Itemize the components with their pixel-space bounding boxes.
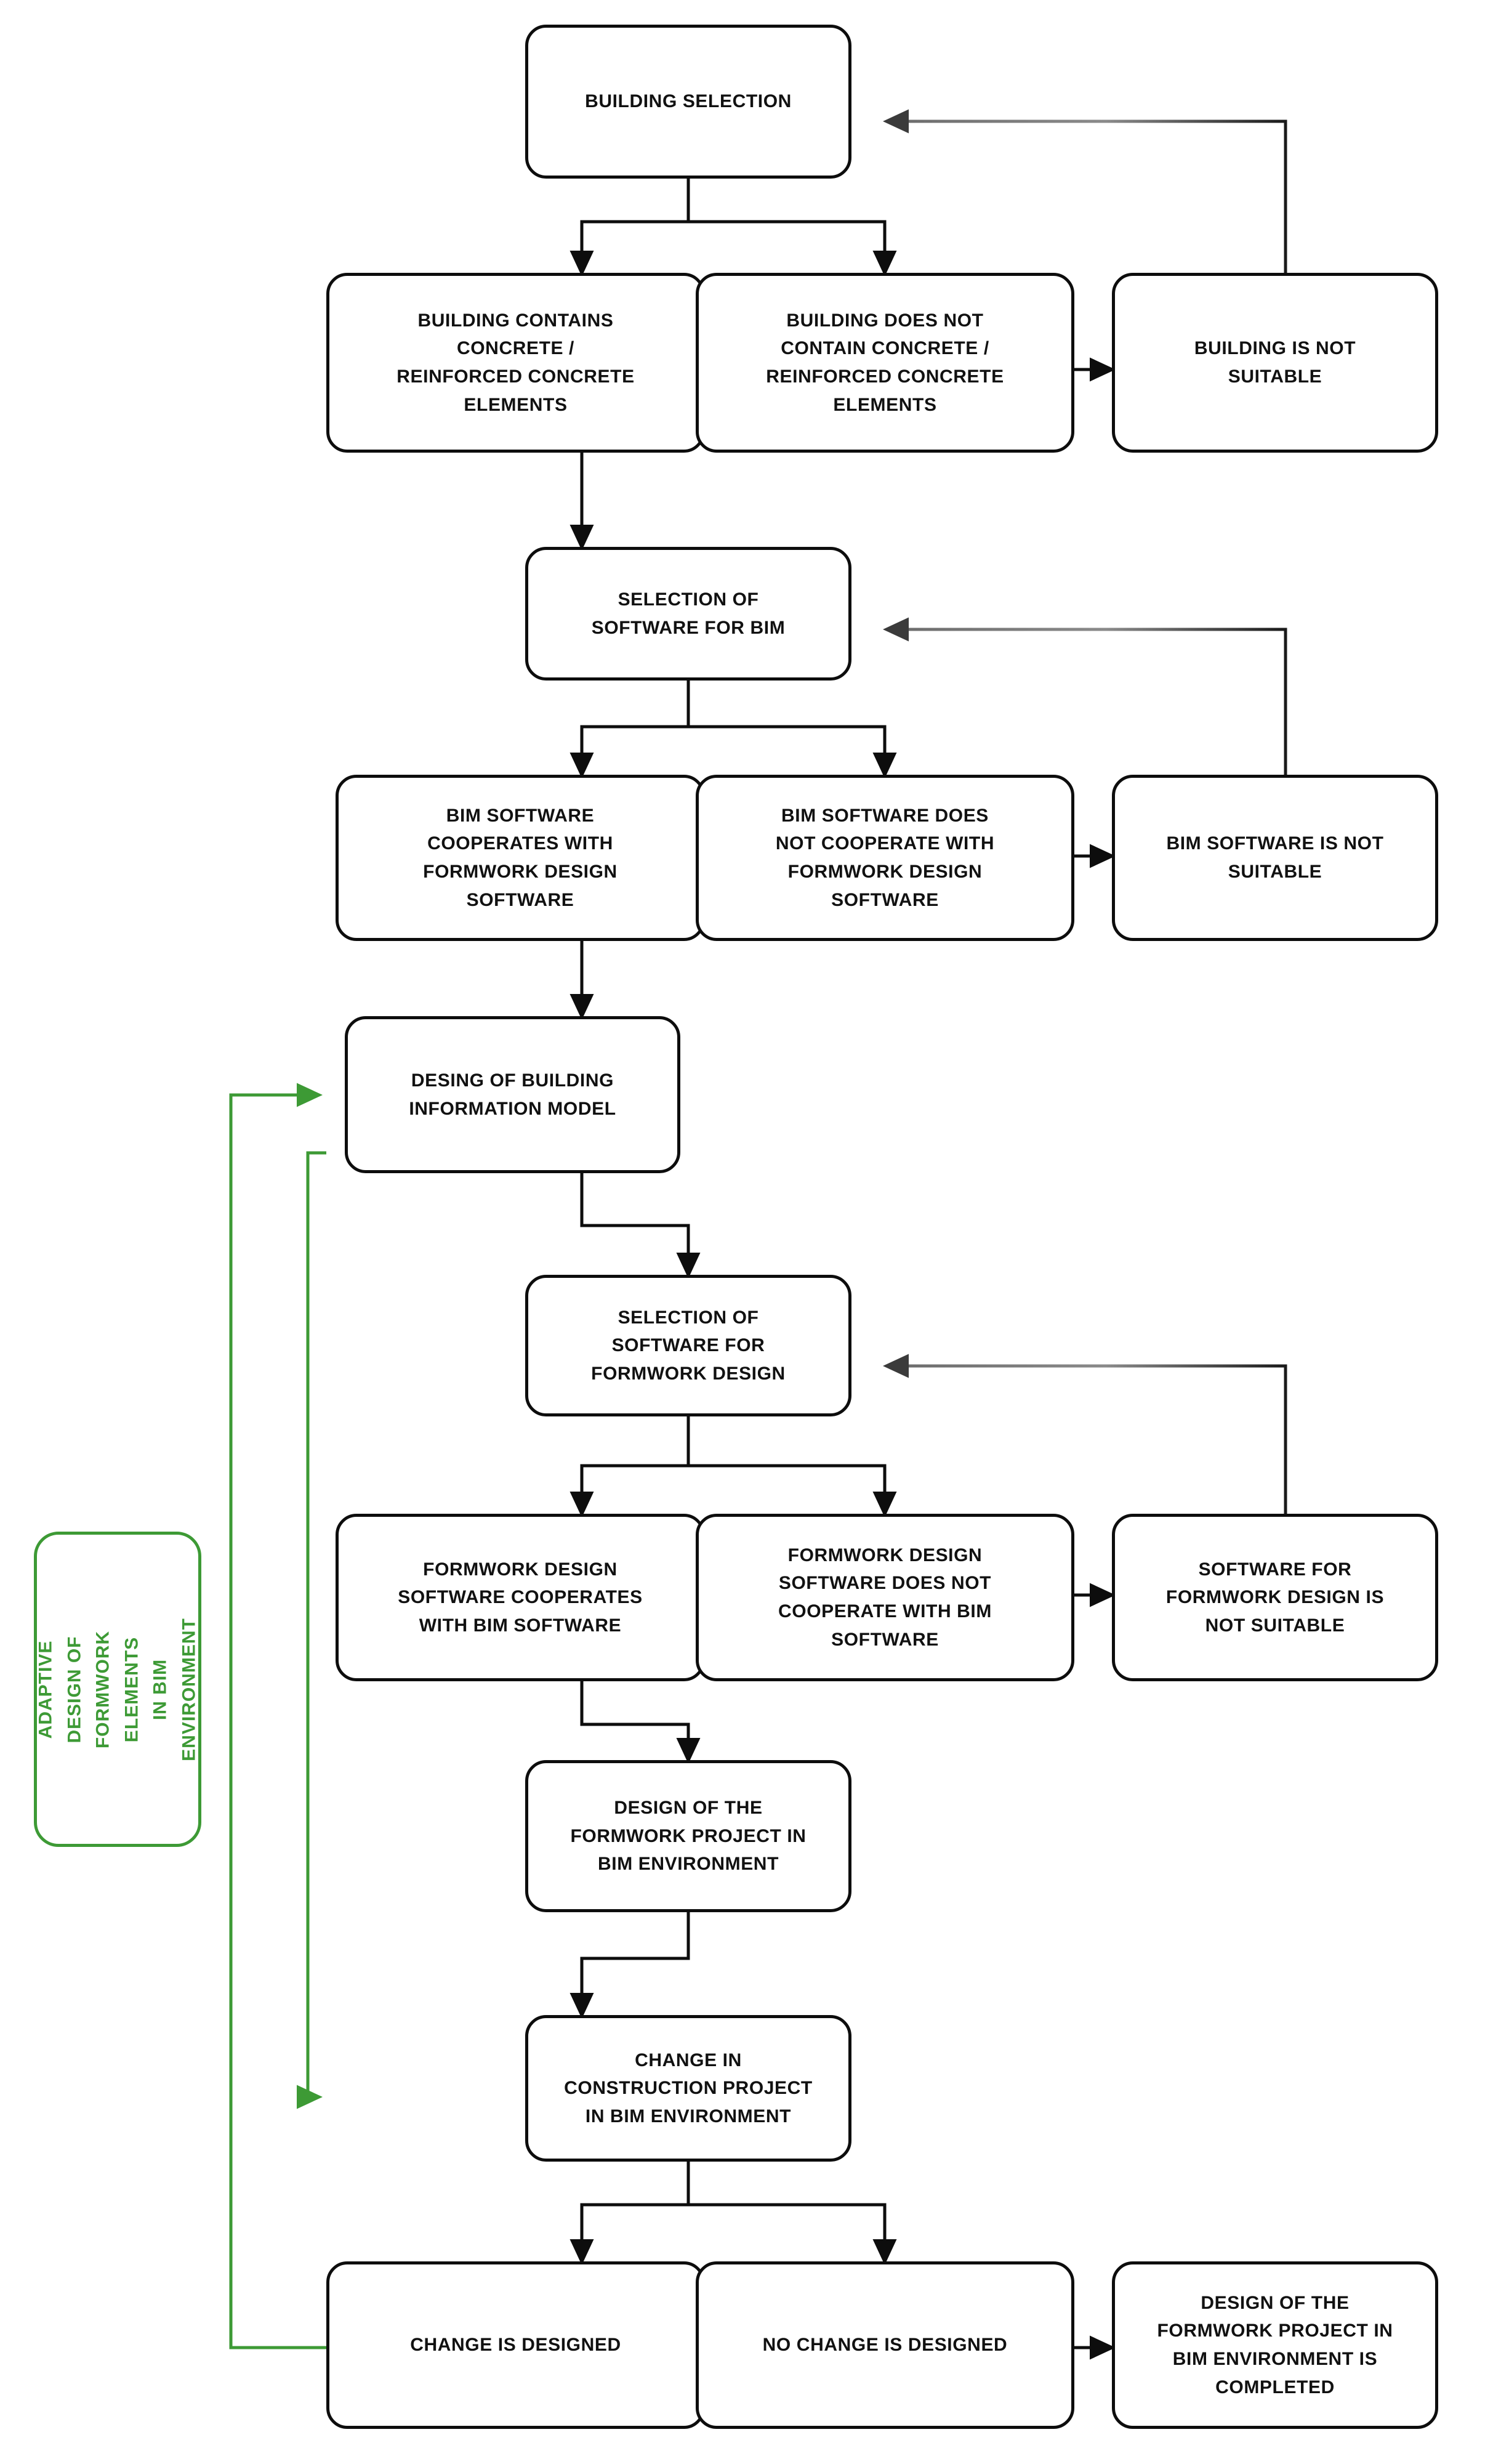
node-label: BIM SOFTWARE IS NOT SUITABLE bbox=[1166, 833, 1384, 882]
node-label: SELECTION OF SOFTWARE FOR BIM bbox=[591, 589, 786, 638]
node-label: CHANGE IS DESIGNED bbox=[410, 2335, 621, 2356]
node-selection-of-software-for-formwork-design[interactable]: SELECTION OF SOFTWARE FOR FORMWORK DESIG… bbox=[525, 1275, 851, 1416]
node-label: SELECTION OF SOFTWARE FOR FORMWORK DESIG… bbox=[591, 1307, 786, 1384]
node-label: SOFTWARE FOR FORMWORK DESIGN IS NOT SUIT… bbox=[1165, 1559, 1385, 1636]
node-design-of-building-information-model[interactable]: DESING OF BUILDING INFORMATION MODEL bbox=[345, 1016, 680, 1173]
node-change-is-designed[interactable]: CHANGE IS DESIGNED bbox=[326, 2261, 705, 2429]
node-building-contains-concrete[interactable]: BUILDING CONTAINS CONCRETE / REINFORCED … bbox=[326, 273, 705, 453]
node-design-of-formwork-project-in-bim[interactable]: DESIGN OF THE FORMWORK PROJECT IN BIM EN… bbox=[525, 1760, 851, 1912]
node-label: NO CHANGE IS DESIGNED bbox=[762, 2335, 1008, 2356]
node-label: DESING OF BUILDING INFORMATION MODEL bbox=[409, 1070, 616, 1119]
node-label: BIM SOFTWARE COOPERATES WITH FORMWORK DE… bbox=[423, 805, 618, 910]
node-label: BUILDING CONTAINS CONCRETE / REINFORCED … bbox=[396, 310, 635, 415]
node-label: ADAPTIVE DESIGN OF FORMWORK ELEMENTS IN … bbox=[35, 1617, 199, 1761]
node-bim-software-does-not-cooperate[interactable]: BIM SOFTWARE DOES NOT COOPERATE WITH FOR… bbox=[696, 775, 1074, 941]
node-adaptive-design-label: ADAPTIVE DESIGN OF FORMWORK ELEMENTS IN … bbox=[34, 1532, 201, 1847]
node-label: BUILDING DOES NOT CONTAIN CONCRETE / REI… bbox=[766, 310, 1004, 415]
node-label: BUILDING IS NOT SUITABLE bbox=[1194, 338, 1356, 387]
node-formwork-software-cooperates-with-bim[interactable]: FORMWORK DESIGN SOFTWARE COOPERATES WITH… bbox=[336, 1514, 705, 1681]
node-label: DESIGN OF THE FORMWORK PROJECT IN BIM EN… bbox=[1157, 2292, 1393, 2397]
node-formwork-software-does-not-cooperate-with-bim[interactable]: FORMWORK DESIGN SOFTWARE DOES NOT COOPER… bbox=[696, 1514, 1074, 1681]
node-formwork-software-is-not-suitable[interactable]: SOFTWARE FOR FORMWORK DESIGN IS NOT SUIT… bbox=[1112, 1514, 1438, 1681]
node-no-change-is-designed[interactable]: NO CHANGE IS DESIGNED bbox=[696, 2261, 1074, 2429]
node-change-in-construction-project[interactable]: CHANGE IN CONSTRUCTION PROJECT IN BIM EN… bbox=[525, 2015, 851, 2162]
node-label: BIM SOFTWARE DOES NOT COOPERATE WITH FOR… bbox=[775, 805, 995, 910]
node-label: FORMWORK DESIGN SOFTWARE DOES NOT COOPER… bbox=[778, 1545, 992, 1650]
node-formwork-project-completed[interactable]: DESIGN OF THE FORMWORK PROJECT IN BIM EN… bbox=[1112, 2261, 1438, 2429]
node-label: CHANGE IN CONSTRUCTION PROJECT IN BIM EN… bbox=[564, 2050, 813, 2127]
node-building-is-not-suitable[interactable]: BUILDING IS NOT SUITABLE bbox=[1112, 273, 1438, 453]
node-bim-software-is-not-suitable[interactable]: BIM SOFTWARE IS NOT SUITABLE bbox=[1112, 775, 1438, 941]
node-label: BUILDING SELECTION bbox=[585, 91, 792, 112]
node-label: DESIGN OF THE FORMWORK PROJECT IN BIM EN… bbox=[570, 1798, 807, 1875]
node-bim-software-cooperates[interactable]: BIM SOFTWARE COOPERATES WITH FORMWORK DE… bbox=[336, 775, 705, 941]
node-building-does-not-contain-concrete[interactable]: BUILDING DOES NOT CONTAIN CONCRETE / REI… bbox=[696, 273, 1074, 453]
node-selection-of-software-for-bim[interactable]: SELECTION OF SOFTWARE FOR BIM bbox=[525, 547, 851, 681]
node-building-selection[interactable]: BUILDING SELECTION bbox=[525, 25, 851, 179]
node-label: FORMWORK DESIGN SOFTWARE COOPERATES WITH… bbox=[398, 1559, 643, 1636]
